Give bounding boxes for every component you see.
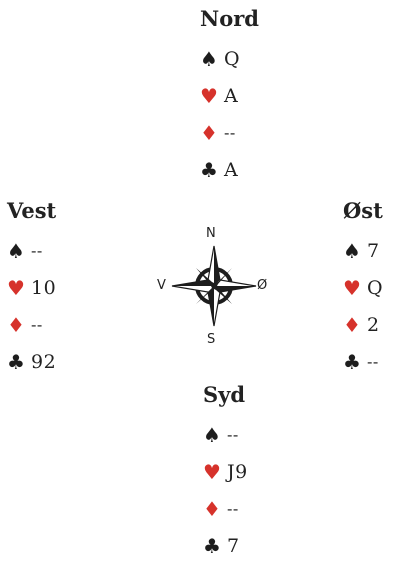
south-clubs-cards: 7 xyxy=(227,534,240,557)
compass-rose: N S V Ø xyxy=(156,222,276,348)
compass-east-label: Ø xyxy=(257,278,268,293)
club-icon: ♣ xyxy=(343,349,361,374)
compass-star-icon xyxy=(171,245,257,327)
east-diamonds-row: ♦ 2 xyxy=(343,306,383,343)
east-hearts-cards: Q xyxy=(367,276,384,299)
north-spades-row: ♠ Q xyxy=(200,40,259,77)
west-hearts-cards: 10 xyxy=(31,276,57,299)
west-hand: Vest ♠ -- ♥ 10 ♦ -- ♣ 92 xyxy=(7,198,56,380)
spade-icon: ♠ xyxy=(343,238,361,263)
north-hearts-row: ♥ A xyxy=(200,77,259,114)
east-title: Øst xyxy=(343,198,383,223)
north-clubs-row: ♣ A xyxy=(200,151,259,188)
north-spades-cards: Q xyxy=(224,47,241,70)
north-hearts-cards: A xyxy=(224,84,239,107)
west-diamonds-row: ♦ -- xyxy=(7,306,56,343)
diamond-icon: ♦ xyxy=(7,312,25,337)
heart-icon: ♥ xyxy=(7,275,25,300)
compass-south-label: S xyxy=(207,332,216,347)
heart-icon: ♥ xyxy=(200,83,218,108)
west-title: Vest xyxy=(7,198,57,223)
west-spades-cards: -- xyxy=(31,241,43,260)
east-hearts-row: ♥ Q xyxy=(343,269,383,306)
south-title: Syd xyxy=(203,382,246,407)
west-spades-row: ♠ -- xyxy=(7,232,56,269)
south-clubs-row: ♣ 7 xyxy=(203,527,248,564)
west-hearts-row: ♥ 10 xyxy=(7,269,56,306)
spade-icon: ♠ xyxy=(7,238,25,263)
west-clubs-cards: 92 xyxy=(31,350,57,373)
east-spades-cards: 7 xyxy=(367,239,380,262)
east-clubs-row: ♣ -- xyxy=(343,343,383,380)
south-hearts-row: ♥ J9 xyxy=(203,453,248,490)
south-spades-cards: -- xyxy=(227,425,239,444)
compass-west-label: V xyxy=(157,278,166,293)
north-hand: Nord ♠ Q ♥ A ♦ -- ♣ A xyxy=(200,6,259,188)
west-clubs-row: ♣ 92 xyxy=(7,343,56,380)
club-icon: ♣ xyxy=(7,349,25,374)
north-diamonds-row: ♦ -- xyxy=(200,114,259,151)
diamond-icon: ♦ xyxy=(343,312,361,337)
club-icon: ♣ xyxy=(203,533,221,558)
south-hand: Syd ♠ -- ♥ J9 ♦ -- ♣ 7 xyxy=(203,382,248,564)
spade-icon: ♠ xyxy=(200,46,218,71)
east-diamonds-cards: 2 xyxy=(367,313,380,336)
south-hearts-cards: J9 xyxy=(227,460,248,483)
diamond-icon: ♦ xyxy=(200,120,218,145)
spade-icon: ♠ xyxy=(203,422,221,447)
east-hand: Øst ♠ 7 ♥ Q ♦ 2 ♣ -- xyxy=(343,198,383,380)
east-clubs-cards: -- xyxy=(367,352,379,371)
south-diamonds-row: ♦ -- xyxy=(203,490,248,527)
east-spades-row: ♠ 7 xyxy=(343,232,383,269)
north-diamonds-cards: -- xyxy=(224,123,236,142)
compass-north-label: N xyxy=(206,226,216,241)
diamond-icon: ♦ xyxy=(203,496,221,521)
north-title: Nord xyxy=(200,6,259,31)
south-spades-row: ♠ -- xyxy=(203,416,248,453)
north-clubs-cards: A xyxy=(224,158,239,181)
south-diamonds-cards: -- xyxy=(227,499,239,518)
heart-icon: ♥ xyxy=(203,459,221,484)
west-diamonds-cards: -- xyxy=(31,315,43,334)
heart-icon: ♥ xyxy=(343,275,361,300)
club-icon: ♣ xyxy=(200,157,218,182)
